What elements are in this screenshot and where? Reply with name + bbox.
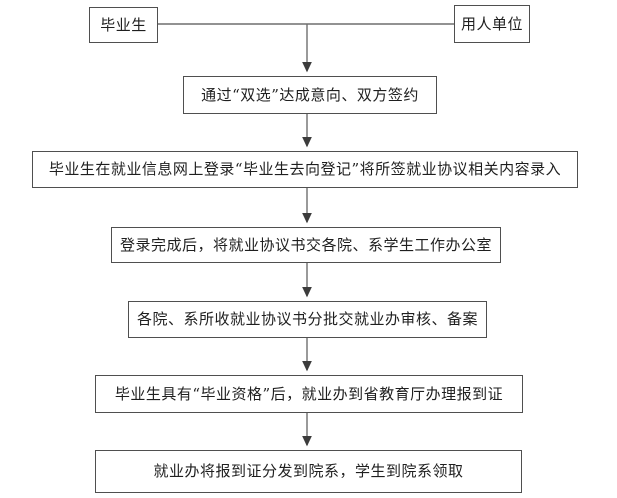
flowchart-node-employer: 用人单位: [454, 5, 530, 43]
flowchart-node-sign-agreement: 通过“双选”达成意向、双方签约: [183, 76, 437, 114]
flowchart-node-report-card-pickup: 就业办将报到证分发到院系，学生到院系领取: [95, 450, 522, 493]
flowchart-node-graduate: 毕业生: [89, 7, 158, 43]
flowchart-node-submit-agreement: 登录完成后，将就业协议书交各院、系学生工作办公室: [111, 227, 501, 263]
flowchart-node-report-card-process: 毕业生具有“毕业资格”后，就业办到省教育厅办理报到证: [95, 375, 523, 413]
flowchart-node-department-review: 各院、系所收就业协议书分批交就业办审核、备案: [128, 301, 487, 338]
flowchart-node-online-registration: 毕业生在就业信息网上登录“毕业生去向登记”将所签就业协议相关内容录入: [32, 151, 578, 188]
